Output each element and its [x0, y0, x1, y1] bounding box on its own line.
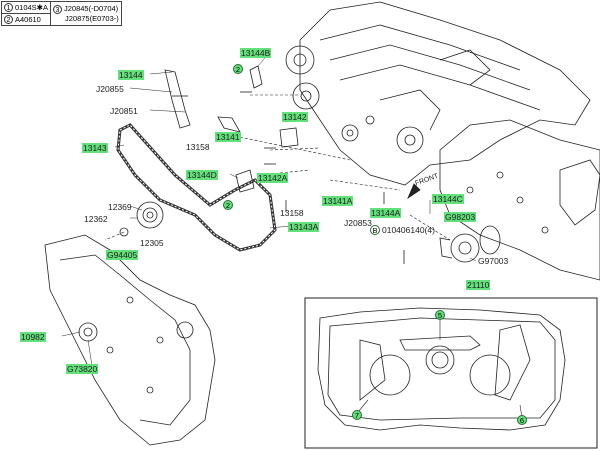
callout-5[interactable]: 5: [435, 310, 445, 320]
part-010406140[interactable]: 010406140(4): [382, 225, 435, 235]
part-g73820[interactable]: G73820: [66, 364, 99, 374]
legend-text-2: A40610: [15, 14, 41, 24]
part-12369[interactable]: 12369: [108, 202, 132, 212]
part-13144d[interactable]: 13144D: [186, 170, 218, 180]
part-13143a[interactable]: 13143A: [288, 222, 320, 232]
part-g94405[interactable]: G94405: [106, 250, 139, 260]
callout-6[interactable]: 6: [517, 415, 527, 425]
timing-cover-rear: [439, 119, 600, 281]
part-j20851[interactable]: J20851: [110, 106, 138, 116]
legend-text-3b: J20875(E0703-): [64, 13, 119, 23]
legend-num-2: 2: [4, 15, 13, 25]
part-g97003[interactable]: G97003: [478, 256, 509, 266]
part-12362[interactable]: 12362: [84, 214, 108, 224]
callout-b[interactable]: B: [370, 225, 380, 235]
gasket-inset-frame: [304, 297, 598, 449]
part-g98203[interactable]: G98203: [444, 212, 477, 222]
callout-7[interactable]: 7: [352, 410, 362, 420]
legend-text-1: 0104S✱A: [15, 2, 48, 12]
part-j20853[interactable]: J20853: [344, 218, 372, 228]
part-13141a[interactable]: 13141A: [322, 196, 354, 206]
part-12305[interactable]: 12305: [140, 238, 164, 248]
water-pump: [439, 225, 501, 263]
part-13141[interactable]: 13141: [215, 132, 241, 142]
part-13144c[interactable]: 13144C: [432, 194, 464, 204]
callout-2-upper[interactable]: 2: [233, 64, 243, 74]
legend-num-3: 3: [52, 4, 62, 14]
part-10982[interactable]: 10982: [20, 332, 46, 342]
callout-2-lower[interactable]: 2: [223, 200, 233, 210]
part-j20855[interactable]: J20855: [96, 84, 124, 94]
part-13158-upper[interactable]: 13158: [186, 142, 210, 152]
part-21110[interactable]: 21110: [466, 280, 491, 290]
part-13143[interactable]: 13143: [82, 143, 108, 153]
engine-block: [285, 1, 591, 186]
part-13142[interactable]: 13142: [282, 112, 308, 122]
part-13144a[interactable]: 13144A: [370, 208, 402, 218]
timing-cover-front-left: [44, 234, 216, 446]
part-13144[interactable]: 13144: [118, 70, 144, 80]
legend-text-3a: J20845(-D0704): [63, 4, 119, 14]
crankshaft-sprocket: [136, 201, 164, 229]
part-13142a[interactable]: 13142A: [257, 173, 289, 183]
part-13144b[interactable]: 13144B: [240, 48, 272, 58]
part-13158-lower[interactable]: 13158: [280, 208, 304, 218]
timing-cover-gasket: [317, 307, 566, 431]
legend-num-1: 1: [4, 3, 13, 13]
